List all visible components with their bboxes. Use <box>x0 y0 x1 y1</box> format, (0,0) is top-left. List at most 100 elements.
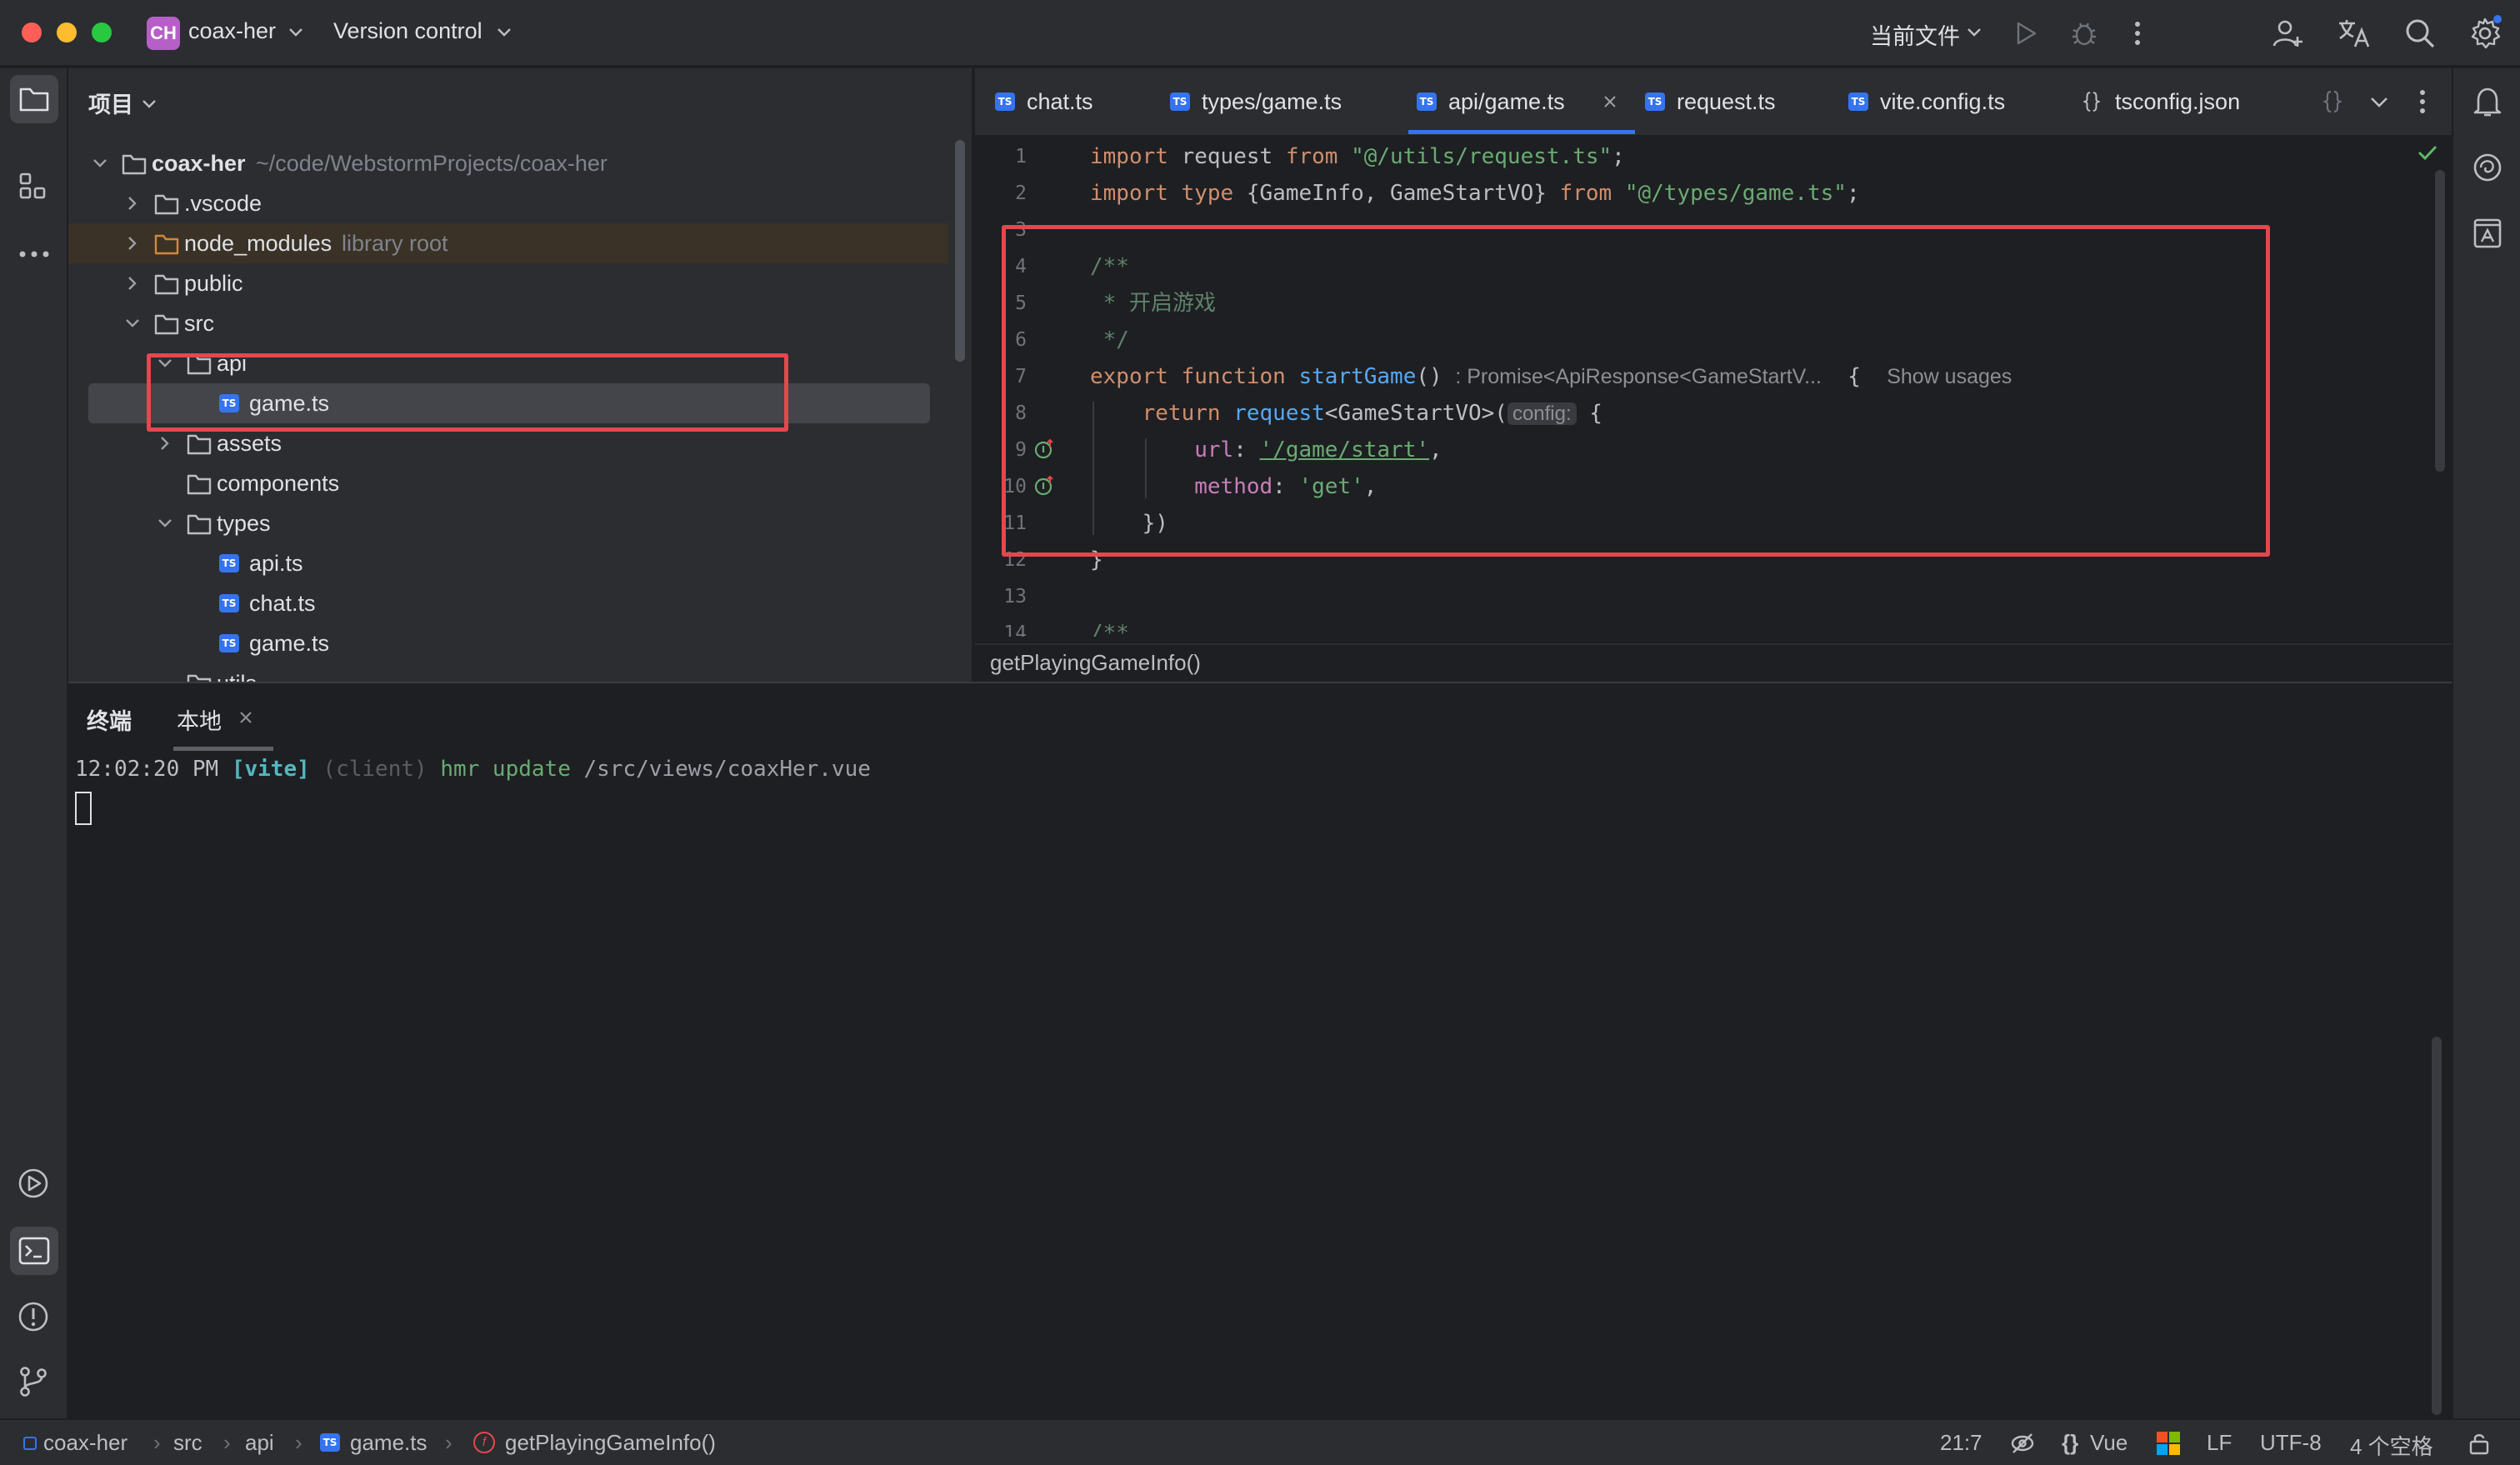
translate-icon[interactable] <box>2337 17 2372 50</box>
project-tool-window: 项目 coax-her~/code/WebstormProjects/coax-… <box>68 68 973 682</box>
zoom-window-button[interactable] <box>92 22 112 42</box>
folder-icon <box>154 273 179 295</box>
editor-more-icon[interactable] <box>2418 88 2427 115</box>
parameter-inlay-hint: config: <box>1507 402 1577 425</box>
tree-folder-item[interactable]: .vscode <box>68 183 972 223</box>
project-badge[interactable]: CH <box>147 17 180 50</box>
database-icon[interactable] <box>2472 217 2503 250</box>
terminal-scrollbar[interactable] <box>2432 1037 2442 1415</box>
ts-file-icon: TS <box>1170 92 1190 111</box>
show-usages-link[interactable]: Show usages <box>1887 365 2012 388</box>
return-type-inlay-hint: : Promise<ApiResponse<GameStartV... <box>1455 365 1822 388</box>
tree-folder-item[interactable]: utils <box>68 663 972 682</box>
tree-folder-item[interactable]: components <box>68 463 972 503</box>
chevron-right-icon[interactable] <box>124 235 141 252</box>
status-crumb[interactable]: api <box>245 1430 274 1455</box>
terminal-session-tab[interactable]: 本地 <box>177 709 222 734</box>
search-icon[interactable] <box>2403 17 2437 50</box>
close-tab-icon[interactable] <box>1603 95 1617 108</box>
tree-folder-item[interactable]: assets <box>68 423 972 463</box>
implemented-marker-icon[interactable] <box>1033 475 1057 498</box>
terminal-title[interactable]: 终端 <box>87 709 132 734</box>
line-number: 5 <box>1015 292 1027 314</box>
ai-assistant-icon[interactable] <box>2472 152 2503 183</box>
current-function-breadcrumb[interactable]: getPlayingGameInfo() <box>990 650 1201 675</box>
tree-scrollbar[interactable] <box>955 140 965 362</box>
version-control-menu[interactable]: Version control <box>333 18 482 43</box>
tree-item-label: coax-her <box>152 151 246 176</box>
folder-icon <box>154 193 179 215</box>
language-selector[interactable]: Vue <box>2090 1430 2128 1455</box>
code-line: /** <box>1090 254 1129 279</box>
project-panel-title[interactable]: 项目 <box>88 92 133 118</box>
add-user-icon[interactable] <box>2272 17 2305 50</box>
chevron-down-icon[interactable] <box>1967 27 1982 38</box>
read-only-lock-icon[interactable] <box>2468 1432 2490 1455</box>
notifications-bell-icon[interactable] <box>2472 85 2503 118</box>
chevron-down-icon[interactable] <box>157 355 173 372</box>
library-root-tint <box>68 223 948 263</box>
implemented-marker-icon[interactable] <box>1033 438 1057 462</box>
indent-setting[interactable]: 4 个空格 <box>2350 1434 2433 1459</box>
code-vision-off-icon[interactable] <box>2010 1432 2035 1455</box>
line-number: 14 <box>1003 622 1027 637</box>
tree-item-label: chat.ts <box>249 591 316 616</box>
settings-gear-icon[interactable] <box>2468 15 2502 50</box>
chevron-down-icon[interactable] <box>124 315 141 332</box>
chevron-right-icon: › <box>153 1430 161 1455</box>
status-crumb[interactable]: game.ts <box>350 1430 428 1455</box>
more-tools-icon[interactable] <box>18 250 50 258</box>
chevron-down-icon[interactable] <box>142 98 157 110</box>
active-tab-underline <box>1408 130 1635 134</box>
chevron-down-icon[interactable] <box>497 27 512 38</box>
no-problems-check-icon[interactable] <box>2417 143 2438 162</box>
editor-breadcrumb-bar: getPlayingGameInfo() <box>975 643 2452 682</box>
tree-folder-item[interactable]: types <box>68 503 972 543</box>
close-session-icon[interactable] <box>238 710 253 725</box>
status-crumb[interactable]: getPlayingGameInfo() <box>505 1430 716 1455</box>
tabs-dropdown-icon[interactable] <box>2370 97 2388 108</box>
git-branch-icon[interactable] <box>17 1365 50 1398</box>
chevron-right-icon[interactable] <box>157 435 173 452</box>
services-run-icon[interactable] <box>17 1167 50 1200</box>
editor-scrollbar[interactable] <box>2435 170 2445 472</box>
chevron-down-icon[interactable] <box>92 155 108 172</box>
module-icon <box>23 1437 37 1450</box>
run-icon[interactable] <box>2013 20 2038 47</box>
project-name[interactable]: coax-her <box>188 18 277 43</box>
chevron-down-icon[interactable] <box>157 515 173 532</box>
line-number: 7 <box>1015 366 1027 388</box>
structure-icon[interactable] <box>18 172 48 202</box>
status-crumb[interactable]: coax-her <box>43 1430 128 1455</box>
project-tool-button[interactable] <box>10 75 58 123</box>
terminal-tool-button[interactable] <box>10 1227 58 1275</box>
problems-icon[interactable] <box>17 1300 50 1333</box>
minimize-window-button[interactable] <box>57 22 77 42</box>
file-encoding[interactable]: UTF-8 <box>2260 1430 2322 1455</box>
tree-folder-item[interactable]: coax-her~/code/WebstormProjects/coax-her <box>68 143 972 183</box>
terminal-panel: 终端 本地 12:02:20 PM [vite] (client) hmr up… <box>68 682 2452 1418</box>
windows-logo-icon[interactable] <box>2157 1432 2180 1455</box>
chevron-down-icon[interactable] <box>288 27 303 38</box>
tree-folder-item[interactable]: src <box>68 303 972 343</box>
debug-icon[interactable] <box>2070 18 2098 48</box>
tree-item-label: components <box>217 471 340 496</box>
json-brace-icon[interactable] <box>2323 90 2342 113</box>
run-configuration-select[interactable]: 当前文件 <box>1870 24 1960 49</box>
tree-folder-item[interactable]: public <box>68 263 972 303</box>
status-crumb[interactable]: src <box>173 1430 202 1455</box>
chevron-right-icon[interactable] <box>124 195 141 212</box>
close-window-button[interactable] <box>22 22 42 42</box>
line-number: 2 <box>1015 182 1027 204</box>
more-actions-icon[interactable] <box>2133 20 2142 47</box>
update-dot <box>2493 15 2502 23</box>
line-separator[interactable]: LF <box>2207 1430 2232 1455</box>
chevron-right-icon[interactable] <box>124 275 141 292</box>
caret-position[interactable]: 21:7 <box>1940 1430 1982 1455</box>
